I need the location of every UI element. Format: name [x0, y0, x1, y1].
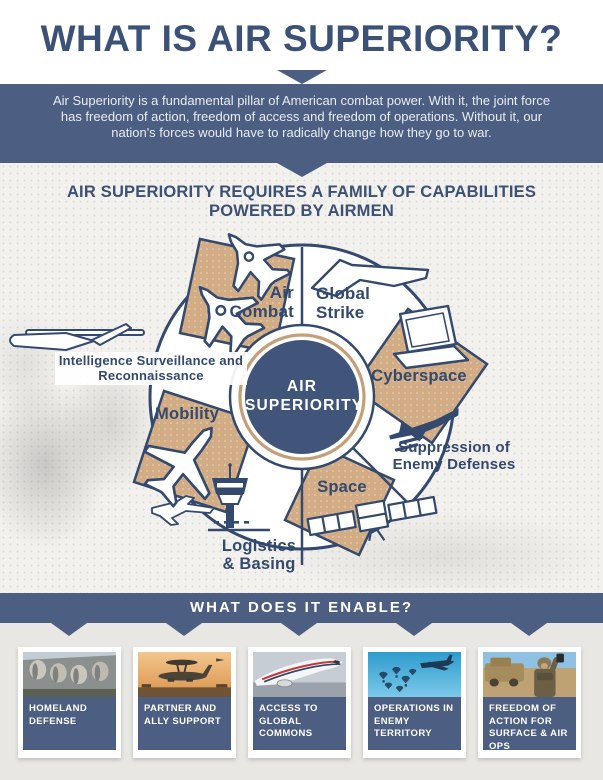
- laptop-icon: [392, 304, 470, 370]
- segment-label-isr: Intelligence Surveillance and Reconnaiss…: [55, 352, 247, 386]
- card-operations-enemy-territory: OPERATIONS IN ENEMY TERRITORY: [363, 647, 466, 758]
- wheel-divider: [343, 438, 409, 504]
- card-label: ACCESS TO GLOBAL COMMONS: [253, 697, 346, 750]
- enable-banner: WHAT DOES IT ENABLE?: [0, 593, 603, 623]
- segment-label-suppression-enemy-defenses: Suppression of Enemy Defenses: [392, 439, 516, 473]
- capabilities-heading-line2: POWERED BY AIRMEN: [209, 201, 394, 220]
- wheel-center-label: AIR SUPERIORITY: [245, 378, 364, 415]
- capabilities-heading-line1: AIR SUPERIORITY REQUIRES A FAMILY OF CAP…: [66, 183, 537, 201]
- pointer-down-icon: [511, 623, 547, 636]
- intro-panel: Air Superiority is a fundamental pillar …: [0, 84, 603, 163]
- intro-text: Air Superiority is a fundamental pillar …: [52, 93, 551, 141]
- card-label: OPERATIONS IN ENEMY TERRITORY: [368, 697, 461, 750]
- segment-label-space: Space: [317, 478, 367, 496]
- card-label: FREEDOM OF ACTION FOR SURFACE & AIR OPS: [483, 697, 576, 752]
- segment-label-global-strike: Global Strike: [316, 284, 371, 323]
- card-freedom-of-action: FREEDOM OF ACTION FOR SURFACE & AIR OPS: [478, 647, 581, 758]
- capabilities-heading: AIR SUPERIORITY REQUIRES A FAMILY OF CAP…: [0, 183, 603, 221]
- pointer-down-icon: [166, 623, 202, 636]
- segment-label-cyberspace: Cyberspace: [371, 367, 467, 385]
- card-access-global-commons: ACCESS TO GLOBAL COMMONS: [248, 647, 351, 758]
- pointer-down-icon: [277, 163, 327, 177]
- pointer-down-icon: [396, 623, 432, 636]
- stealth-bomber-icon: [310, 258, 430, 298]
- page-title: WHAT IS AIR SUPERIORITY?: [40, 18, 563, 59]
- ground-forces-photo: [483, 652, 576, 697]
- awacs-aircraft-photo: [138, 652, 231, 697]
- wheel-hub-ring: [238, 333, 366, 461]
- capabilities-wheel: [9, 212, 489, 565]
- satellite-icon: [306, 495, 438, 542]
- card-label: PARTNER AND ALLY SUPPORT: [138, 697, 231, 750]
- pointer-down-icon: [277, 70, 327, 84]
- segment-label-air-combat: Air Combat: [229, 283, 294, 322]
- strike-jet-icon: [389, 408, 459, 452]
- commercial-airliner-photo: [253, 652, 346, 697]
- mount-rushmore-photo: [23, 652, 116, 697]
- segment-label-mobility: Mobility: [155, 405, 219, 423]
- card-label: HOMELAND DEFENSE: [23, 697, 116, 750]
- uav-drone-icon: [9, 323, 145, 351]
- control-tower-icon: [151, 463, 270, 532]
- segment-label-logistics-basing: Logistics & Basing: [221, 537, 297, 574]
- airlift-airdrop-photo: [368, 652, 461, 697]
- card-homeland-defense: HOMELAND DEFENSE: [18, 647, 121, 758]
- pointer-down-icon: [281, 623, 317, 636]
- card-partner-ally-support: PARTNER AND ALLY SUPPORT: [133, 647, 236, 758]
- wheel-hub: [245, 340, 359, 454]
- pointer-down-icon: [51, 623, 87, 636]
